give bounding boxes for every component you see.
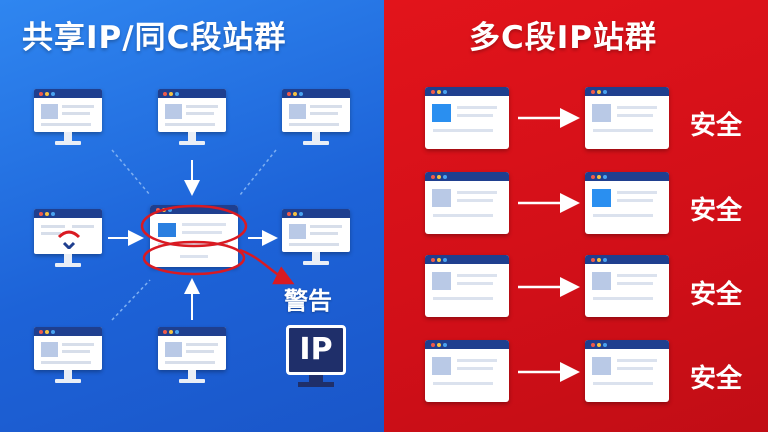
safe-label: 安全 — [690, 364, 743, 394]
highlight-circle — [140, 204, 248, 248]
site-monitor — [34, 89, 102, 147]
source-site-window — [425, 340, 509, 402]
faint-connector — [111, 149, 151, 196]
shared-server-window — [150, 205, 238, 267]
highlight-circle — [142, 240, 246, 276]
faint-connector — [111, 279, 151, 321]
shared-ip-title: 共享IP/同C段站群 — [22, 20, 287, 56]
ip-monitor-base — [298, 382, 334, 387]
warning-arrow — [239, 248, 295, 285]
site-monitor — [282, 89, 350, 147]
site-monitor-alert — [34, 209, 102, 269]
site-monitor — [282, 209, 350, 267]
site-monitor — [34, 327, 102, 385]
target-site-window — [585, 340, 669, 402]
source-site-window — [425, 255, 509, 317]
multi-c-title: 多C段IP站群 — [469, 20, 658, 56]
site-monitor — [158, 327, 226, 385]
safe-label: 安全 — [690, 280, 743, 310]
site-monitor — [158, 89, 226, 147]
warning-wifi-icon — [57, 230, 81, 249]
warning-label: 警告 — [284, 287, 332, 315]
target-site-window — [585, 255, 669, 317]
source-site-window — [425, 172, 509, 234]
ip-monitor-icon: IP — [286, 325, 346, 375]
safe-label: 安全 — [690, 111, 743, 141]
safe-label: 安全 — [690, 196, 743, 226]
source-site-window — [425, 87, 509, 149]
target-site-window — [585, 87, 669, 149]
target-site-window — [585, 172, 669, 234]
faint-connector — [239, 149, 277, 196]
ip-monitor-stand — [309, 375, 323, 383]
ip-label: IP — [299, 332, 333, 367]
